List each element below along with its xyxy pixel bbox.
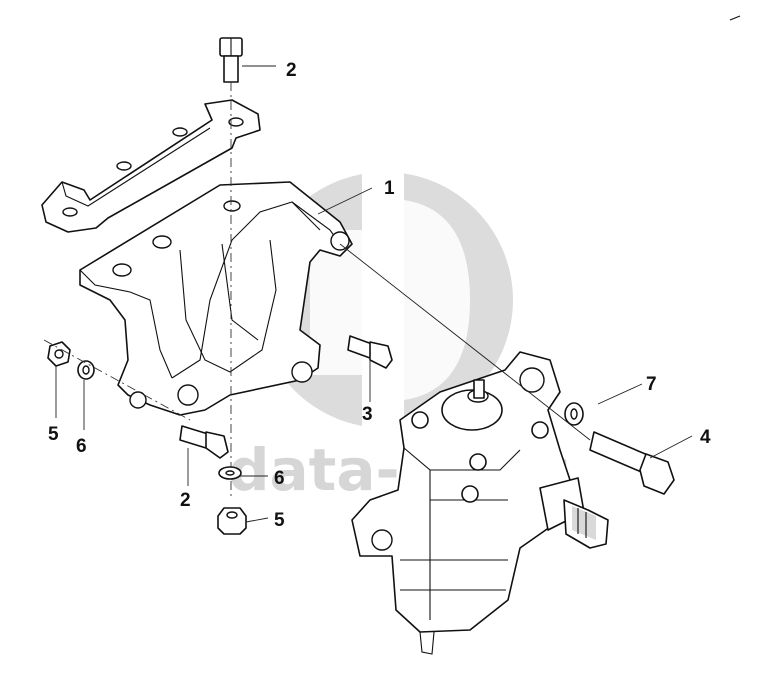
callout-leaders — [55, 65, 693, 523]
axis-left-fasteners — [43, 339, 191, 421]
callout-3: 3 — [362, 404, 373, 425]
callout-labels: 1 2 2 3 4 5 5 6 6 7 — [48, 60, 711, 531]
washer-bottom — [218, 466, 242, 480]
callout-2-top: 2 — [286, 60, 297, 81]
axis-gearbox — [339, 243, 591, 441]
callout-5-bottom: 5 — [274, 510, 285, 531]
callout-6-left: 6 — [76, 436, 87, 457]
bolt-4 — [589, 431, 675, 495]
washer-left — [77, 360, 95, 380]
bolt-top — [219, 37, 243, 83]
steering-bracket — [79, 181, 353, 416]
scan-mark — [729, 15, 741, 21]
callout-2-lower: 2 — [180, 490, 191, 511]
steering-gearbox — [351, 351, 609, 655]
callout-4: 4 — [700, 427, 711, 448]
bolt-lower — [179, 425, 229, 459]
nut-left — [47, 341, 71, 367]
callout-7: 7 — [646, 374, 657, 395]
upper-mounting-plate — [41, 99, 261, 233]
callout-6-bottom: 6 — [274, 468, 285, 489]
callout-5-left: 5 — [48, 424, 59, 445]
washer-7 — [564, 402, 584, 426]
callout-1: 1 — [384, 178, 395, 199]
nut-bottom — [217, 507, 247, 535]
